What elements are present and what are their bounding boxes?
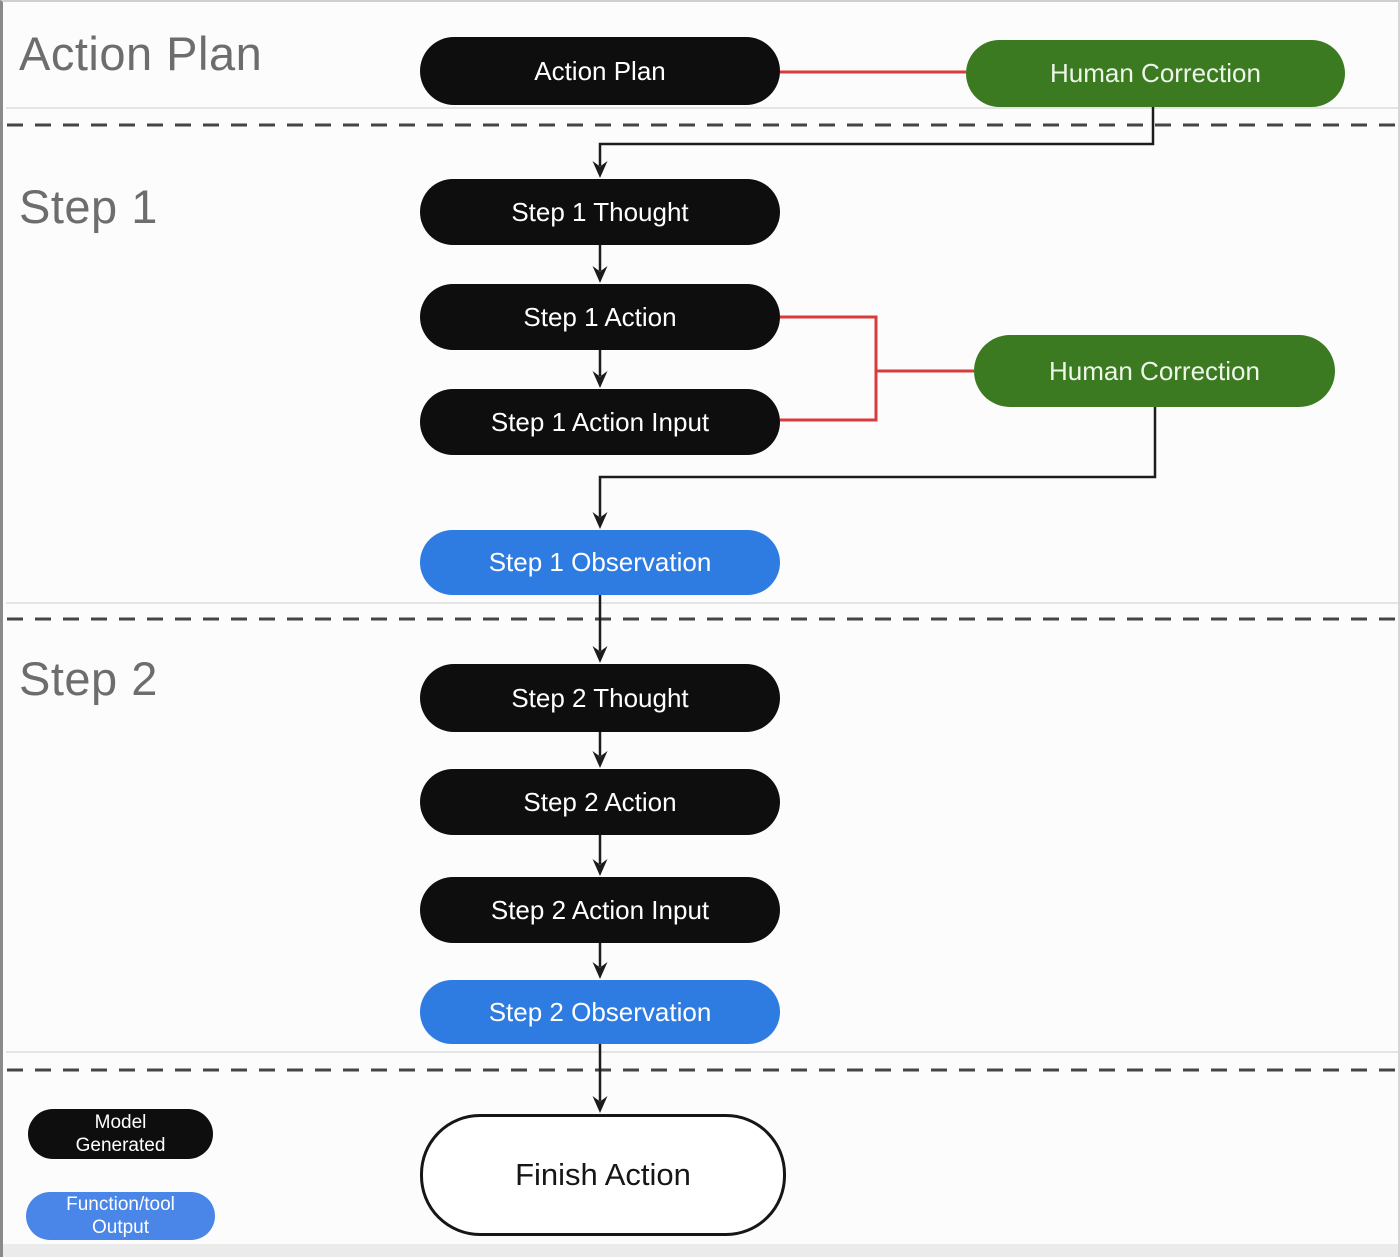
arrowhead bbox=[592, 512, 608, 529]
node-step1-thought: Step 1 Thought bbox=[420, 179, 780, 245]
arrowhead bbox=[592, 962, 608, 979]
legend-function-tool-output-line1: Function/tool bbox=[66, 1193, 175, 1215]
node-step2-observation: Step 2 Observation bbox=[420, 980, 780, 1044]
node-action-plan: Action Plan bbox=[420, 37, 780, 105]
node-step1-action-label: Step 1 Action bbox=[523, 301, 677, 332]
node-step1-observation-label: Step 1 Observation bbox=[488, 547, 712, 577]
node-step1-observation: Step 1 Observation bbox=[420, 530, 780, 595]
node-action-plan-label: Action Plan bbox=[534, 55, 666, 86]
node-human-correction-1-label: Human Correction bbox=[1050, 58, 1261, 88]
node-step1-thought-label: Step 1 Thought bbox=[511, 196, 689, 227]
arrowhead bbox=[592, 161, 608, 178]
arrowhead bbox=[592, 266, 608, 283]
node-finish-action: Finish Action bbox=[420, 1114, 786, 1236]
arrowhead bbox=[592, 371, 608, 388]
arrowhead bbox=[592, 646, 608, 663]
legend-function-tool-output: Function/tool Output bbox=[26, 1192, 215, 1240]
arrowhead bbox=[592, 1096, 608, 1113]
connector-lines-layer bbox=[6, 70, 1398, 1113]
legend-model-generated-line2: Generated bbox=[75, 1135, 166, 1156]
node-step1-action: Step 1 Action bbox=[420, 284, 780, 350]
node-step2-thought: Step 2 Thought bbox=[420, 664, 780, 732]
edge-human-correction-2-to-step1-observation bbox=[598, 407, 1157, 517]
node-step2-action-label: Step 2 Action bbox=[523, 786, 677, 817]
arrowhead bbox=[592, 751, 608, 768]
bottom-margin-strip bbox=[3, 1244, 1398, 1257]
node-step2-action-input-label: Step 2 Action Input bbox=[490, 894, 710, 925]
section-label-step-1: Step 1 bbox=[19, 180, 158, 233]
node-human-correction-1: Human Correction bbox=[966, 40, 1345, 107]
node-step2-thought-label: Step 2 Thought bbox=[511, 682, 689, 713]
node-step1-action-input-label: Step 1 Action Input bbox=[490, 406, 710, 437]
node-step2-action-input: Step 2 Action Input bbox=[420, 877, 780, 943]
legend-model-generated: Model Generated bbox=[28, 1109, 213, 1159]
section-label-step-2: Step 2 bbox=[19, 652, 158, 705]
node-finish-action-label: Finish Action bbox=[515, 1157, 691, 1192]
node-step1-action-input: Step 1 Action Input bbox=[420, 389, 780, 455]
node-step2-action: Step 2 Action bbox=[420, 769, 780, 835]
node-human-correction-2: Human Correction bbox=[974, 335, 1335, 407]
arrowhead bbox=[592, 859, 608, 876]
edge-step1-action-bracket bbox=[780, 315, 878, 422]
node-human-correction-2-label: Human Correction bbox=[1049, 355, 1260, 386]
edge-human-correction-1-to-step1-thought bbox=[598, 107, 1155, 166]
legend-model-generated-line1: Model bbox=[94, 1111, 147, 1133]
node-step2-observation-label: Step 2 Observation bbox=[488, 996, 712, 1027]
legend-function-tool-output-line2: Output bbox=[91, 1217, 150, 1238]
section-label-action-plan: Action Plan bbox=[19, 27, 263, 80]
